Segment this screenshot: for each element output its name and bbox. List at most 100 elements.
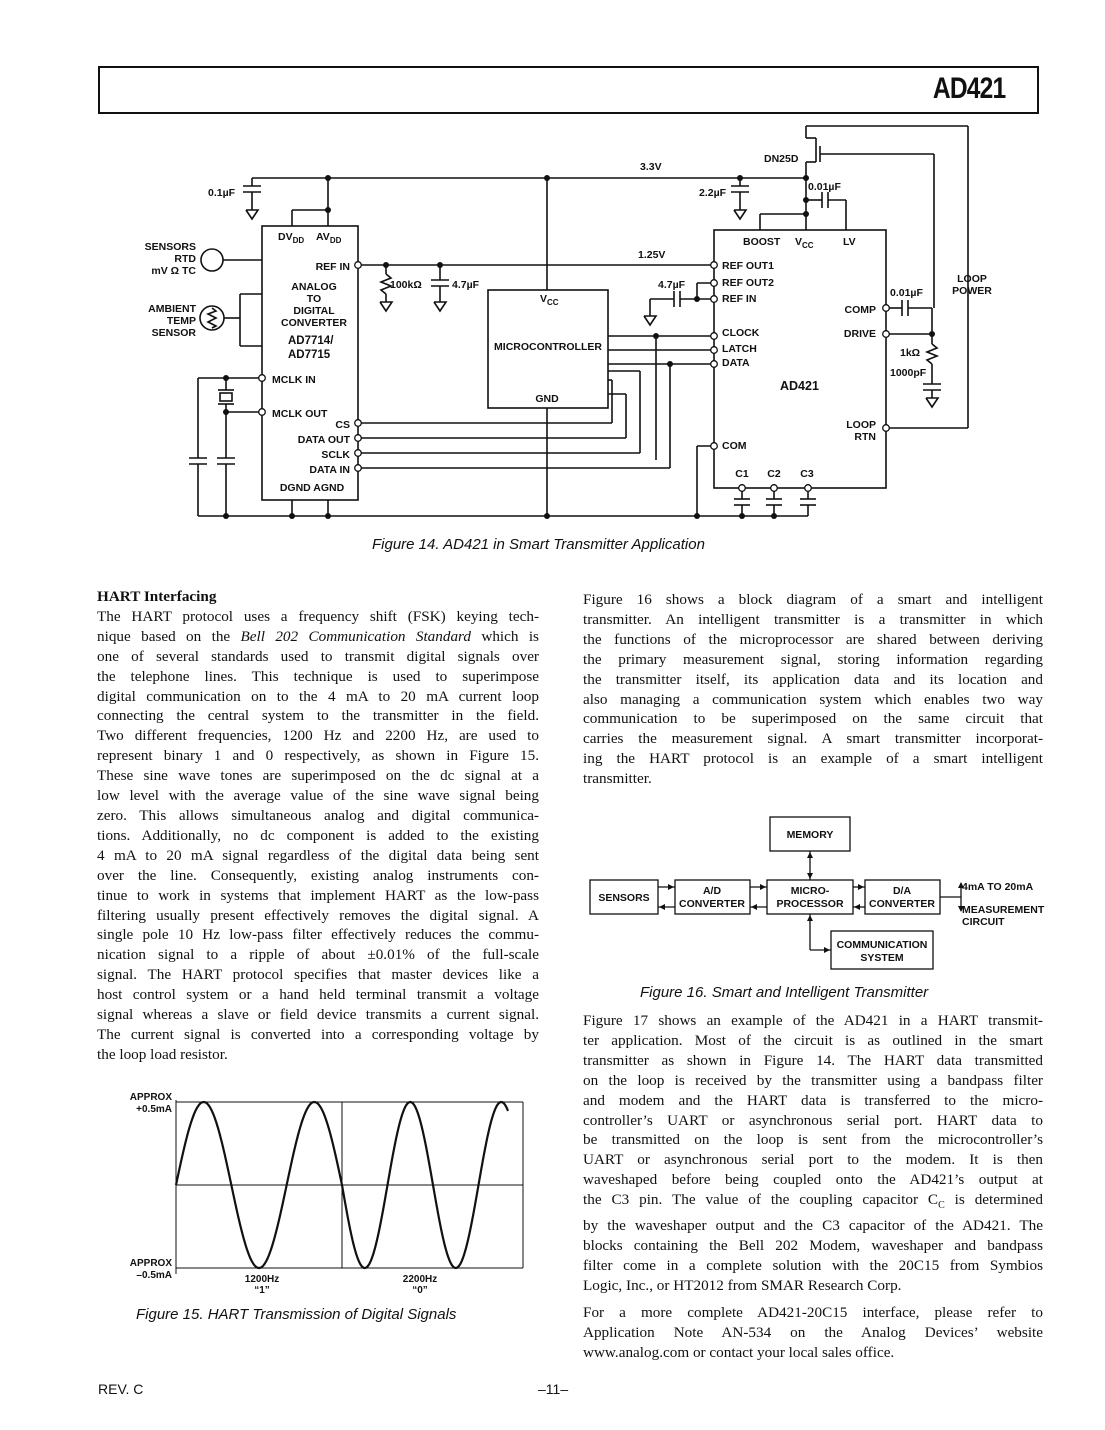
- label-dvdd: DVDD: [278, 231, 304, 245]
- label-c2: C2: [767, 468, 781, 480]
- text-line: single pole 10 Hz low-pass filter effect…: [97, 926, 539, 944]
- text-line: on the loop is received by the transmitt…: [583, 1071, 1043, 1089]
- label-sclk: SCLK: [321, 449, 350, 461]
- text-line: 4 mA to 20 mA signal regardless of the d…: [97, 846, 539, 864]
- label-boost: BOOST: [743, 236, 781, 248]
- label-loop-power-2: POWER: [952, 285, 992, 297]
- label-cs: CS: [335, 419, 350, 431]
- label-dn25d: DN25D: [764, 153, 799, 165]
- text-line: carries the measurement signal. A smart …: [583, 730, 1043, 748]
- label-ref-out2: REF OUT2: [722, 277, 774, 289]
- text-line: ing the HART protocol is an example of a…: [583, 750, 1043, 768]
- block-ad-line2: CONVERTER: [679, 898, 745, 910]
- text-line: Figure 17 shows an example of the AD421 …: [583, 1012, 1043, 1029]
- revision: REV. C: [98, 1381, 144, 1397]
- label-mv-tc: mV Ω TC: [151, 265, 196, 277]
- block-comm-line1: COMMUNICATION: [837, 939, 928, 951]
- text-line: Two different frequencies, 1200 Hz and 2…: [97, 727, 539, 745]
- label-plus-05ma: +0.5mA: [136, 1104, 172, 1115]
- block-mp-line1: MICRO-: [791, 885, 830, 897]
- label-approx-bottom: APPROX: [130, 1258, 173, 1269]
- text-line: the telephone lines. This technique is u…: [97, 667, 539, 685]
- label-cap-47uf: 4.7µF: [452, 279, 480, 291]
- figure-16-caption: Figure 16. Smart and Intelligent Transmi…: [640, 984, 929, 1001]
- block-comm-line2: SYSTEM: [860, 952, 903, 964]
- text-line: one of several standards used to transmi…: [97, 647, 539, 665]
- label-1200hz: 1200Hz: [245, 1274, 279, 1285]
- label-com: COM: [722, 440, 747, 452]
- section-title: HART Interfacing: [97, 588, 217, 605]
- label-sensors: SENSORS: [145, 241, 196, 253]
- text-line: nique based on the Bell 202 Communicatio…: [97, 627, 539, 645]
- page-number: –11–: [538, 1381, 569, 1397]
- text-line: UART or asynchronous serial port to the …: [583, 1151, 1043, 1169]
- label-c1: C1: [735, 468, 749, 480]
- text-line: be transmitted on the loop is sent from …: [583, 1131, 1043, 1149]
- figure-16-block-diagram: MEMORY SENSORS A/D CONVERTER MICRO- PROC…: [589, 816, 1045, 970]
- label-data: DATA: [722, 357, 750, 369]
- text-line: The HART protocol uses a frequency shift…: [97, 607, 539, 625]
- text-line: represent binary 1 and 0 respectively, a…: [97, 747, 539, 765]
- block-da-line1: D/A: [893, 885, 912, 897]
- text-line: filtering usually present effectively re…: [97, 906, 539, 924]
- label-res-100k: 100kΩ: [390, 279, 422, 291]
- label-ad7715: AD7715: [288, 349, 331, 361]
- text-line: controller’s UART or asynchronous serial…: [583, 1111, 1043, 1129]
- figure-17-text: Figure 17 shows an example of the AD421 …: [583, 1011, 1043, 1296]
- text-line: also managing a communication system whi…: [583, 690, 1043, 708]
- label-comp: COMP: [845, 304, 877, 316]
- label-minus-05ma: –0.5mA: [136, 1270, 172, 1281]
- label-clock: CLOCK: [722, 327, 760, 339]
- text-line: For a more complete AD421-20C15 interfac…: [583, 1303, 1043, 1321]
- label-ad421-vcc: VCC: [795, 236, 814, 250]
- text-line: Figure 16 shows a block diagram of a sma…: [583, 591, 1043, 608]
- label-mclk-in: MCLK IN: [272, 374, 316, 386]
- label-1v25: 1.25V: [638, 249, 665, 261]
- text-line: signal whereas a slave or field device t…: [97, 1006, 539, 1024]
- right-column-bottom: Figure 17 shows an example of the AD421 …: [583, 1011, 1043, 1362]
- text-line: transmitter.: [583, 770, 652, 788]
- text-line: the functions of the microprocessor are …: [583, 630, 1043, 648]
- label-sensor: SENSOR: [152, 327, 197, 339]
- label-circuit: CIRCUIT: [962, 916, 1005, 928]
- label-ad421-ref-in: REF IN: [722, 293, 756, 305]
- label-microcontroller: MICROCONTROLLER: [494, 341, 602, 353]
- text-line: over the line. Consequently, existing an…: [97, 866, 539, 884]
- text-line: the loop load resistor.: [97, 1045, 228, 1063]
- label-mcu-vcc: VCC: [540, 293, 559, 307]
- label-ad7714: AD7714/: [288, 335, 334, 347]
- hart-interfacing-text: The HART protocol uses a frequency shift…: [97, 607, 539, 1065]
- text-line: waveshaped before being coupled onto the…: [583, 1171, 1043, 1189]
- label-cap-001uf: 0.01µF: [808, 181, 841, 193]
- text-line: tions. Additionally, no dc component is …: [97, 826, 539, 844]
- text-line: filter come in a complete solution with …: [583, 1256, 1043, 1274]
- text-line: ter application. Most of the circuit is …: [583, 1031, 1043, 1049]
- text-line: low level with the average value of the …: [97, 787, 539, 805]
- text-line: by the waveshaper output and the C3 capa…: [583, 1217, 1043, 1235]
- text-line: Logic, Inc., or HT2012 from SMAR Researc…: [583, 1276, 902, 1294]
- figure-15-caption: Figure 15. HART Transmission of Digital …: [136, 1306, 457, 1323]
- label-analog: ANALOG: [291, 281, 337, 293]
- label-mclk-out: MCLK OUT: [272, 408, 328, 420]
- text-line: nication signal to a ripple of about ±0.…: [97, 946, 539, 964]
- label-loop-rtn-2: RTN: [854, 431, 876, 443]
- text-line: These sine wave tones are superimposed o…: [97, 767, 539, 785]
- label-cap-47uf-ref: 4.7µF: [658, 279, 686, 291]
- figure-14-schematic: 3.3V 1.25V DN25D 0.1µF 2.2µF 0.01µF 0.01…: [145, 125, 992, 519]
- label-avdd: AVDD: [316, 231, 342, 245]
- block-da-line2: CONVERTER: [869, 898, 935, 910]
- right-column-top: Figure 16 shows a block diagram of a sma…: [583, 590, 1043, 789]
- label-adc-ref-in: REF IN: [316, 261, 350, 273]
- label-rtd: RTD: [174, 253, 196, 265]
- text-line: blocks containing the Bell 202 Modem, wa…: [583, 1237, 1043, 1254]
- text-line: zero. This allows simultaneous analog an…: [97, 806, 539, 824]
- label-ref-out1: REF OUT1: [722, 260, 774, 272]
- block-mp-line2: PROCESSOR: [776, 898, 844, 910]
- label-dgnd-agnd: DGND AGND: [280, 482, 345, 494]
- text-line: connecting the central system to the tra…: [97, 707, 539, 725]
- block-memory: MEMORY: [787, 829, 834, 841]
- text-line: the transmitter itself, its application …: [583, 670, 1043, 688]
- label-c3: C3: [800, 468, 814, 480]
- figure-16-intro-text: Figure 16 shows a block diagram of a sma…: [583, 590, 1043, 789]
- text-line: digital communication on to the 4 mA to …: [97, 687, 539, 705]
